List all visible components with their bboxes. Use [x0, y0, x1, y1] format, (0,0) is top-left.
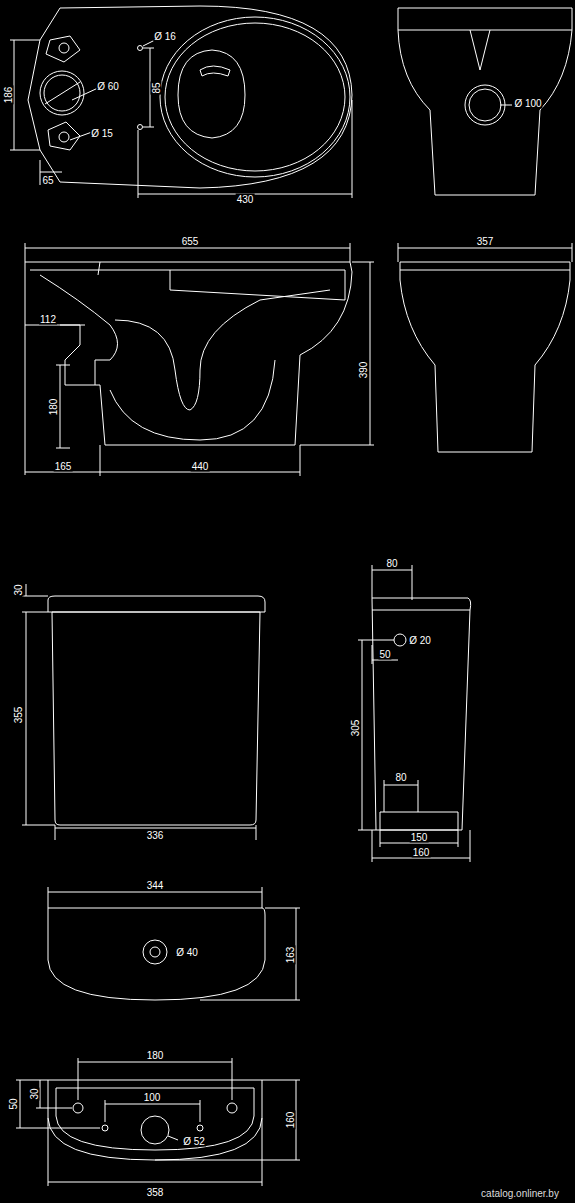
dimension-label: 30 — [29, 1087, 40, 1100]
diameter-label: Ø 20 — [408, 635, 432, 646]
dimension-label: 440 — [191, 461, 210, 472]
dimension-label: 150 — [410, 832, 429, 843]
dimension-label: 357 — [476, 236, 495, 247]
diameter-label: Ø 52 — [182, 1136, 206, 1147]
dimension-label: 163 — [285, 946, 296, 965]
dimension-label: 430 — [236, 194, 255, 205]
diameter-label: Ø 100 — [513, 98, 542, 109]
dimension-label: 390 — [358, 361, 369, 380]
dimension-label: 336 — [146, 830, 165, 841]
dimension-label: 180 — [48, 398, 59, 417]
dimension-label: 344 — [146, 880, 165, 891]
dimension-label: 50 — [8, 1097, 19, 1110]
dimension-label: 165 — [54, 461, 73, 472]
dimension-label: 180 — [146, 1050, 165, 1061]
diameter-label: Ø 60 — [96, 81, 120, 92]
dimension-label: 655 — [181, 236, 200, 247]
diameter-label: Ø 16 — [153, 31, 177, 42]
dimension-label: 160 — [412, 847, 431, 858]
dimension-label: 355 — [13, 706, 24, 725]
watermark-label: catalog.onliner.by — [480, 1188, 560, 1199]
diameter-label: Ø 15 — [90, 128, 114, 139]
dimension-label: 80 — [385, 558, 398, 569]
dimension-label: 112 — [39, 314, 57, 325]
dimension-label: 30 — [13, 583, 24, 596]
dimension-label: 186 — [3, 86, 14, 105]
dimension-label: 305 — [350, 719, 361, 738]
dimension-label: 85 — [151, 81, 162, 94]
dimension-label: 100 — [143, 1092, 162, 1103]
diameter-label: Ø 40 — [175, 947, 199, 958]
dimension-label: 50 — [378, 649, 391, 660]
dimension-label: 65 — [41, 175, 54, 186]
dimension-label: 358 — [146, 1187, 165, 1198]
dimension-label: 80 — [394, 772, 407, 783]
dimension-label: 160 — [285, 1111, 296, 1130]
